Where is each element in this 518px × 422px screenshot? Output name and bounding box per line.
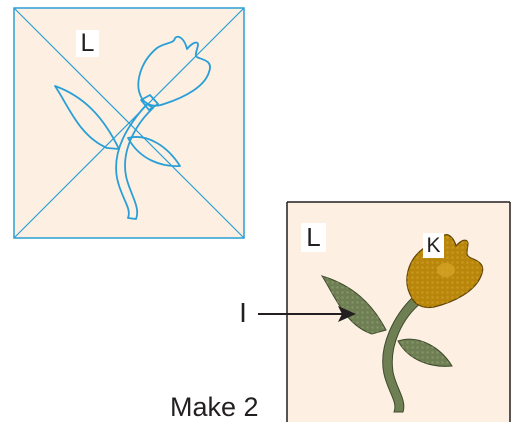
leaf-pointer-arrow <box>258 306 356 322</box>
tulip-outline-right-leaf <box>127 136 181 167</box>
leaf-applique-right <box>397 338 453 367</box>
tulip-outline-flower <box>137 35 211 107</box>
tulip-outline-drawing <box>54 35 211 220</box>
tulip-outline-left-leaf <box>54 85 120 150</box>
block-label-box <box>301 223 326 252</box>
template-block <box>13 7 245 239</box>
tulip-outline-flower-base <box>140 94 159 111</box>
applique-block <box>286 201 511 422</box>
flower-piece-label: K <box>426 234 441 257</box>
arrow-head <box>338 306 356 322</box>
template-diagonal-2 <box>13 7 245 239</box>
leaf-piece-label: I <box>239 297 247 328</box>
stem-applique <box>382 295 423 413</box>
template-label-box <box>76 30 99 57</box>
make-count-instruction: Make 2 <box>170 392 259 422</box>
applique-stem <box>382 295 423 413</box>
template-piece-label: L <box>80 29 95 57</box>
flower-label-box <box>423 233 444 258</box>
block-piece-label: L <box>306 222 321 252</box>
flower-highlight <box>437 263 455 277</box>
leaf-applique-left <box>320 275 387 335</box>
